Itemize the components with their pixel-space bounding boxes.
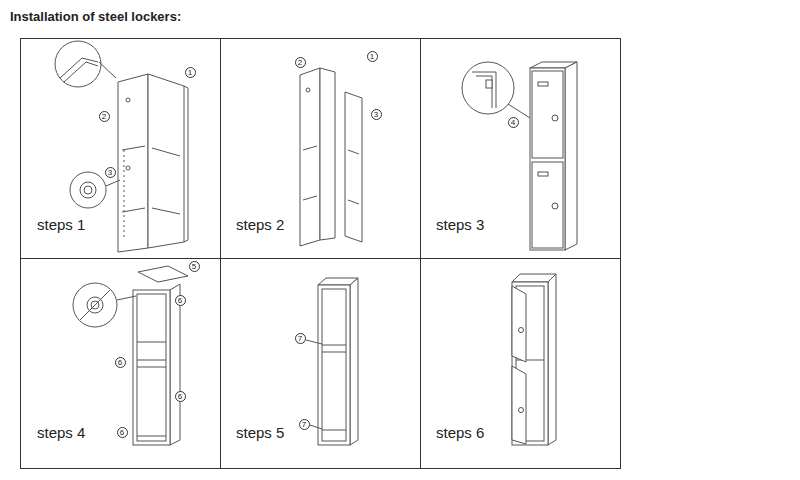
step-label: steps 5 — [236, 424, 284, 441]
step-label: steps 6 — [436, 424, 484, 441]
callout-number: 3 — [371, 109, 382, 120]
page-title: Installation of steel lockers: — [10, 9, 181, 24]
callout-number: 5 — [189, 261, 200, 272]
callout-number: 7 — [295, 333, 306, 344]
callout-number: 6 — [175, 295, 186, 306]
callout-number: 1 — [367, 51, 378, 62]
callout-number: 6 — [175, 391, 186, 402]
step-label: steps 4 — [37, 424, 85, 441]
step-label: steps 2 — [236, 216, 284, 233]
callout-number: 7 — [299, 419, 310, 430]
callout-number: 6 — [117, 427, 128, 438]
callout-number: 2 — [99, 111, 110, 122]
callout-number: 4 — [508, 117, 519, 128]
callout-number: 2 — [295, 57, 306, 68]
callout-number: 3 — [105, 167, 116, 178]
callout-number: 6 — [115, 357, 126, 368]
step-label: steps 3 — [436, 216, 484, 233]
callout-number: 1 — [185, 67, 196, 78]
step-label: steps 1 — [37, 216, 85, 233]
